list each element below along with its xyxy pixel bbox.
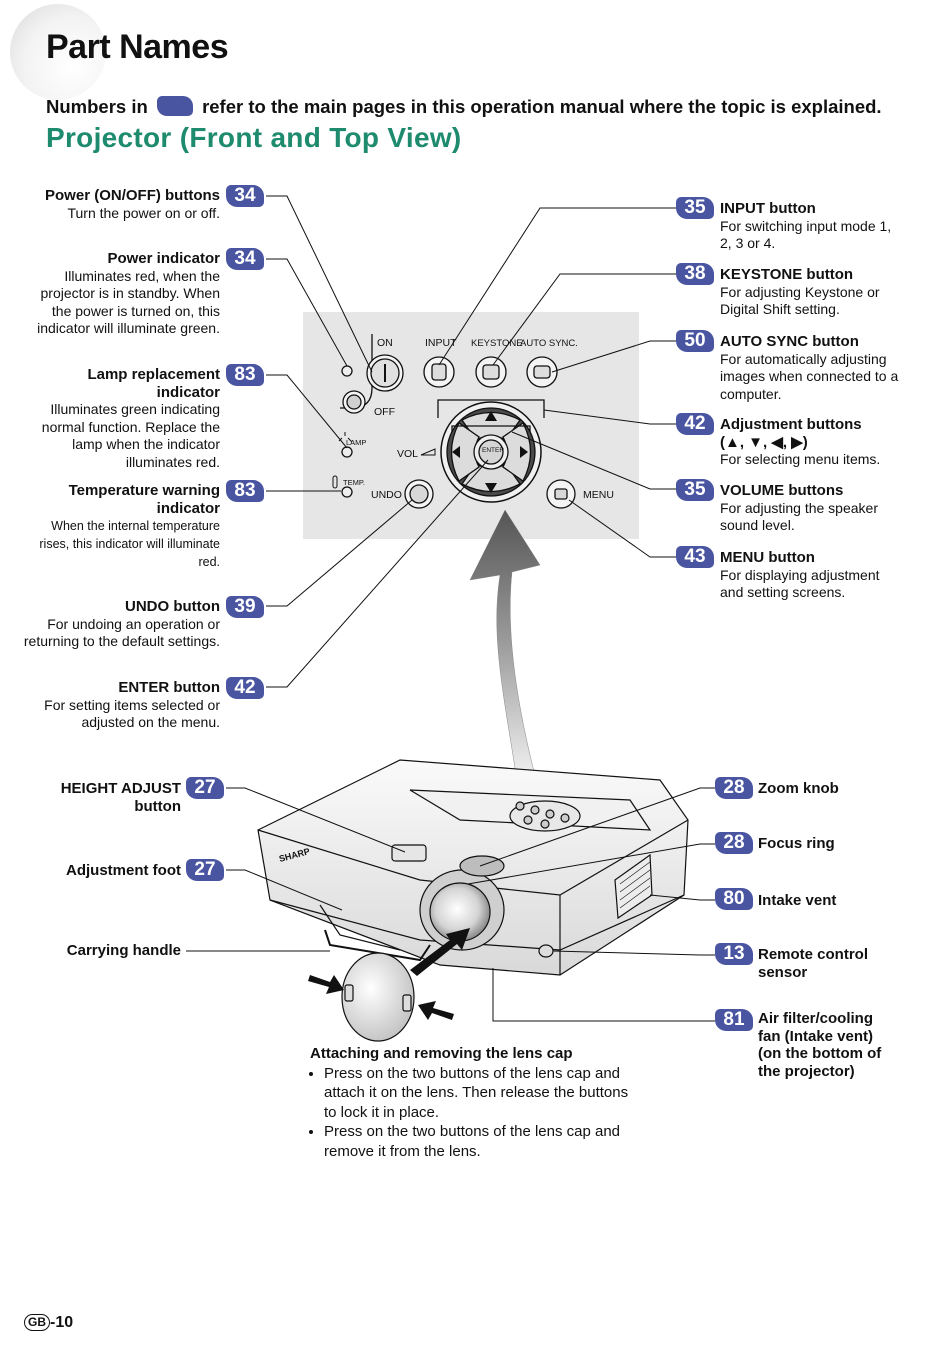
page-badge[interactable]: 35	[676, 197, 714, 219]
page-badge[interactable]: 42	[676, 413, 714, 435]
panel-menu-label: MENU	[583, 489, 614, 501]
lens-cap-note: Attaching and removing the lens cap Pres…	[310, 1044, 630, 1161]
page-badge[interactable]: 50	[676, 330, 714, 352]
label-title: Power (ON/OFF) buttons	[45, 187, 220, 204]
label-intake-vent: Intake vent	[758, 892, 837, 909]
label-title: Lamp replacement indicator	[87, 366, 220, 401]
label-remote-sensor: Remote control sensor	[758, 946, 869, 981]
label-adjustment-foot: Adjustment foot	[66, 862, 181, 879]
note-item: Press on the two buttons of the lens cap…	[324, 1064, 630, 1123]
page-badge[interactable]: 83	[226, 364, 264, 386]
panel-input-label: INPUT	[425, 337, 457, 349]
page-badge[interactable]: 27	[186, 777, 224, 799]
label-title: INPUT button	[720, 200, 816, 217]
panel-lamp-label: LAMP	[346, 438, 366, 447]
label-title: HEIGHT ADJUST	[60, 780, 181, 797]
label-volume-buttons: VOLUME buttons For adjusting the speaker…	[720, 482, 905, 535]
panel-vol-label: VOL	[397, 448, 418, 460]
label-title: AUTO SYNC button	[720, 333, 859, 350]
label-title: ENTER button	[118, 679, 220, 696]
label-focus-ring: Focus ring	[758, 835, 835, 852]
page-badge[interactable]: 35	[676, 479, 714, 501]
label-desc: For setting items selected or adjusted o…	[44, 696, 220, 731]
page-number-marker	[156, 96, 193, 116]
label-desc: For adjusting Keystone or Digital Shift …	[720, 283, 880, 318]
label-title: KEYSTONE button	[720, 266, 854, 283]
temp-indicator	[341, 486, 353, 498]
note-title: Attaching and removing the lens cap	[310, 1045, 573, 1062]
label-title: Adjustment buttons	[720, 416, 862, 433]
page-badge[interactable]: 28	[715, 777, 753, 799]
power-indicator	[341, 365, 353, 377]
label-air-filter: Air filter/cooling fan (Intake vent) (on…	[758, 1010, 882, 1080]
label-title: Power indicator	[107, 250, 220, 267]
page-badge[interactable]: 39	[226, 596, 264, 618]
label-carrying-handle: Carrying handle	[66, 942, 181, 959]
label-title: Temperature warning indicator	[68, 482, 220, 517]
label-title: UNDO button	[125, 598, 220, 615]
label-desc: For undoing an operation or returning to…	[23, 615, 220, 650]
lamp-indicator	[341, 446, 353, 458]
panel-undo-label: UNDO	[371, 489, 402, 501]
label-desc: Illuminates red, when the projector is i…	[37, 267, 220, 337]
label-zoom-knob: Zoom knob	[758, 780, 839, 797]
lens-cap	[341, 952, 415, 1042]
note-list: Press on the two buttons of the lens cap…	[310, 1064, 630, 1162]
page-badge[interactable]: 13	[715, 943, 753, 965]
panel-off-label: OFF	[374, 406, 395, 418]
region-badge: GB	[24, 1314, 50, 1331]
intro-text: Numbers in refer to the main pages in th…	[46, 96, 882, 118]
page-footer: GB-10	[24, 1314, 73, 1332]
label-desc: For adjusting the speaker sound level.	[720, 499, 878, 534]
label-lamp-indicator: Lamp replacement indicator Illuminates g…	[20, 366, 220, 471]
page-badge[interactable]: 83	[226, 480, 264, 502]
label-desc: For automatically adjusting images when …	[720, 350, 899, 402]
label-adjustment-buttons: Adjustment buttons (▲, ▼, ◀, ▶) For sele…	[720, 416, 905, 469]
label-input-button: INPUT button For switching input mode 1,…	[720, 200, 905, 253]
label-title: MENU button	[720, 549, 815, 566]
label-desc: Turn the power on or off.	[67, 204, 220, 221]
label-desc: When the internal temperature rises, thi…	[39, 519, 220, 569]
label-enter-button: ENTER button For setting items selected …	[20, 679, 220, 732]
label-desc: Illuminates green indicating normal func…	[41, 401, 220, 470]
intro-before: Numbers in	[46, 96, 148, 117]
section-title: Projector (Front and Top View)	[46, 122, 462, 153]
intro-after: refer to the main pages in this operatio…	[202, 96, 882, 117]
label-title-arrows: (▲, ▼, ◀, ▶)	[720, 433, 808, 451]
panel-on-label: ON	[377, 337, 393, 349]
page-badge[interactable]: 43	[676, 546, 714, 568]
label-desc: For selecting menu items.	[720, 451, 881, 467]
label-undo-button: UNDO button For undoing an operation or …	[20, 598, 220, 651]
page-badge[interactable]: 42	[226, 677, 264, 699]
page-number: -10	[50, 1314, 74, 1331]
projector-illustration	[257, 759, 689, 1042]
label-height-adjust: HEIGHT ADJUST button	[56, 780, 181, 815]
label-power-buttons: Power (ON/OFF) buttons Turn the power on…	[20, 187, 220, 222]
panel-temp-label: TEMP.	[343, 478, 365, 487]
panel-keystone-label: KEYSTONE	[471, 338, 523, 349]
page-badge[interactable]: 34	[226, 248, 264, 270]
page-badge[interactable]: 28	[715, 832, 753, 854]
label-temp-indicator: Temperature warning indicator When the i…	[20, 482, 220, 571]
label-title-line2: button	[134, 797, 181, 815]
zoom-arrow	[469, 509, 541, 801]
page-title: Part Names	[46, 28, 229, 66]
label-power-indicator: Power indicator Illuminates red, when th…	[20, 250, 220, 338]
page-badge[interactable]: 80	[715, 888, 753, 910]
corner-decoration	[10, 4, 106, 100]
note-item: Press on the two buttons of the lens cap…	[324, 1122, 630, 1161]
label-desc: For displaying adjustment and setting sc…	[720, 566, 880, 601]
page-badge[interactable]: 27	[186, 859, 224, 881]
label-keystone-button: KEYSTONE button For adjusting Keystone o…	[720, 266, 905, 319]
panel-autosync-label: AUTO SYNC.	[520, 338, 578, 349]
page-badge[interactable]: 34	[226, 185, 264, 207]
label-autosync-button: AUTO SYNC button For automatically adjus…	[720, 333, 905, 403]
label-desc: For switching input mode 1, 2, 3 or 4.	[720, 217, 892, 252]
label-menu-button: MENU button For displaying adjustment an…	[720, 549, 905, 602]
page-badge[interactable]: 81	[715, 1009, 753, 1031]
panel-enter-label: ENTER	[482, 447, 504, 454]
label-title: VOLUME buttons	[720, 482, 844, 499]
page-badge[interactable]: 38	[676, 263, 714, 285]
